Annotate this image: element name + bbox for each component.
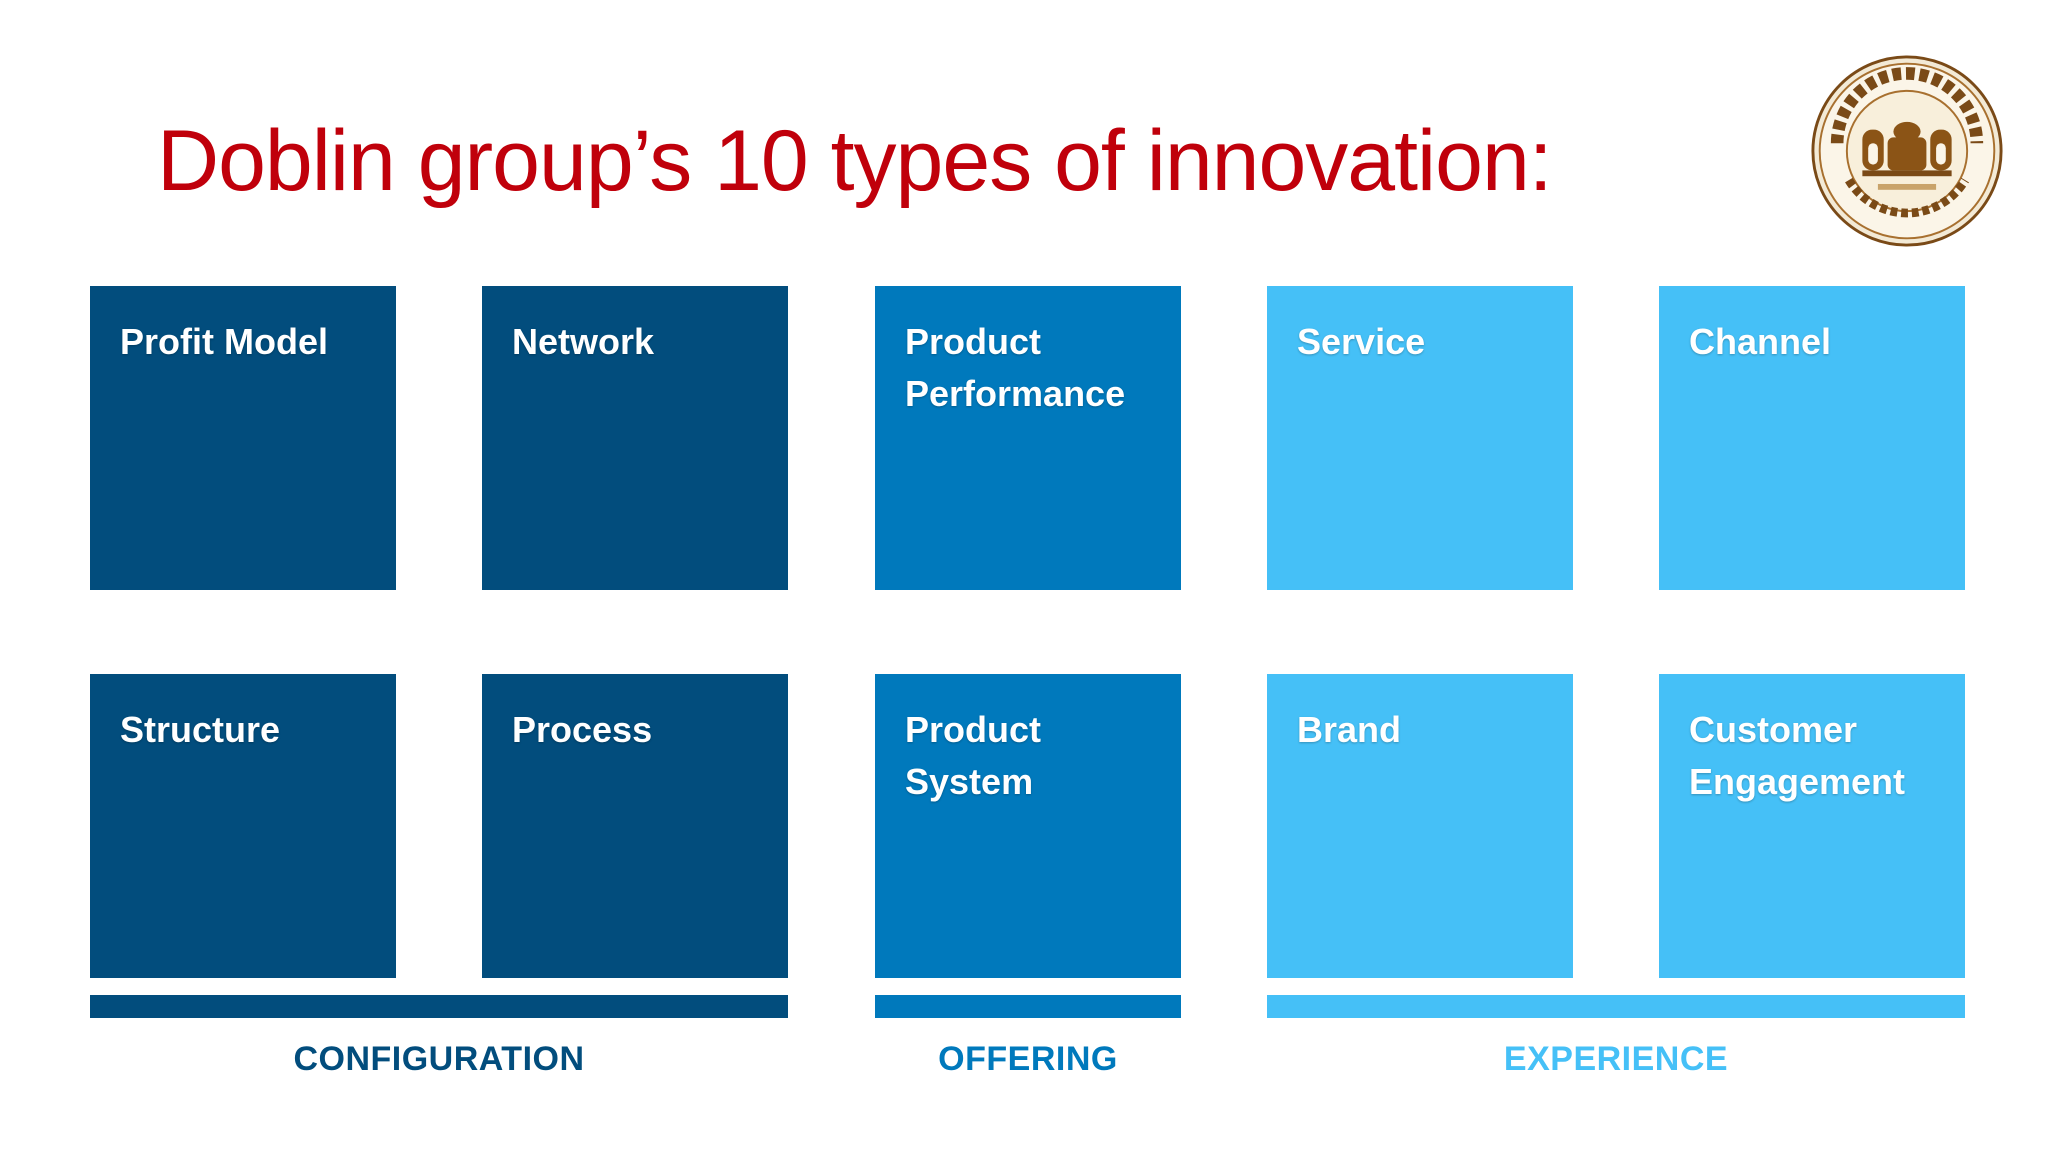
tile-label: Network [512, 321, 655, 362]
tile-service: Service [1267, 286, 1573, 590]
tile-customer-engagement: Customer Engagement [1659, 674, 1965, 978]
tile-product-performance: Product Performance [875, 286, 1181, 590]
tile-label: Customer Engagement [1689, 709, 1906, 802]
israa-university-seal-icon [1811, 55, 2003, 247]
tile-network: Network [482, 286, 788, 590]
tile-product-system: Product System [875, 674, 1181, 978]
configuration-bar [90, 995, 788, 1018]
category-label-experience: EXPERIENCE [1503, 1040, 1729, 1078]
tile-label: Structure [120, 709, 281, 750]
tile-label: Product System [905, 709, 1042, 802]
tile-label: Profit Model [120, 321, 328, 362]
tile-label: Channel [1689, 321, 1832, 362]
experience-bar [1267, 995, 1965, 1018]
tile-label: Brand [1297, 709, 1402, 750]
category-label-offering: OFFERING [938, 1040, 1118, 1078]
tile-label: Product Performance [905, 321, 1126, 414]
tile-structure: Structure [90, 674, 396, 978]
category-label-configuration: CONFIGURATION [293, 1040, 585, 1078]
slide-title: Doblin group’s 10 types of innovation: [157, 113, 1553, 209]
tile-label: Process [512, 709, 653, 750]
tile-brand: Brand [1267, 674, 1573, 978]
tile-profit-model: Profit Model [90, 286, 396, 590]
tile-channel: Channel [1659, 286, 1965, 590]
offering-bar [875, 995, 1181, 1018]
tile-label: Service [1297, 321, 1426, 362]
tile-process: Process [482, 674, 788, 978]
